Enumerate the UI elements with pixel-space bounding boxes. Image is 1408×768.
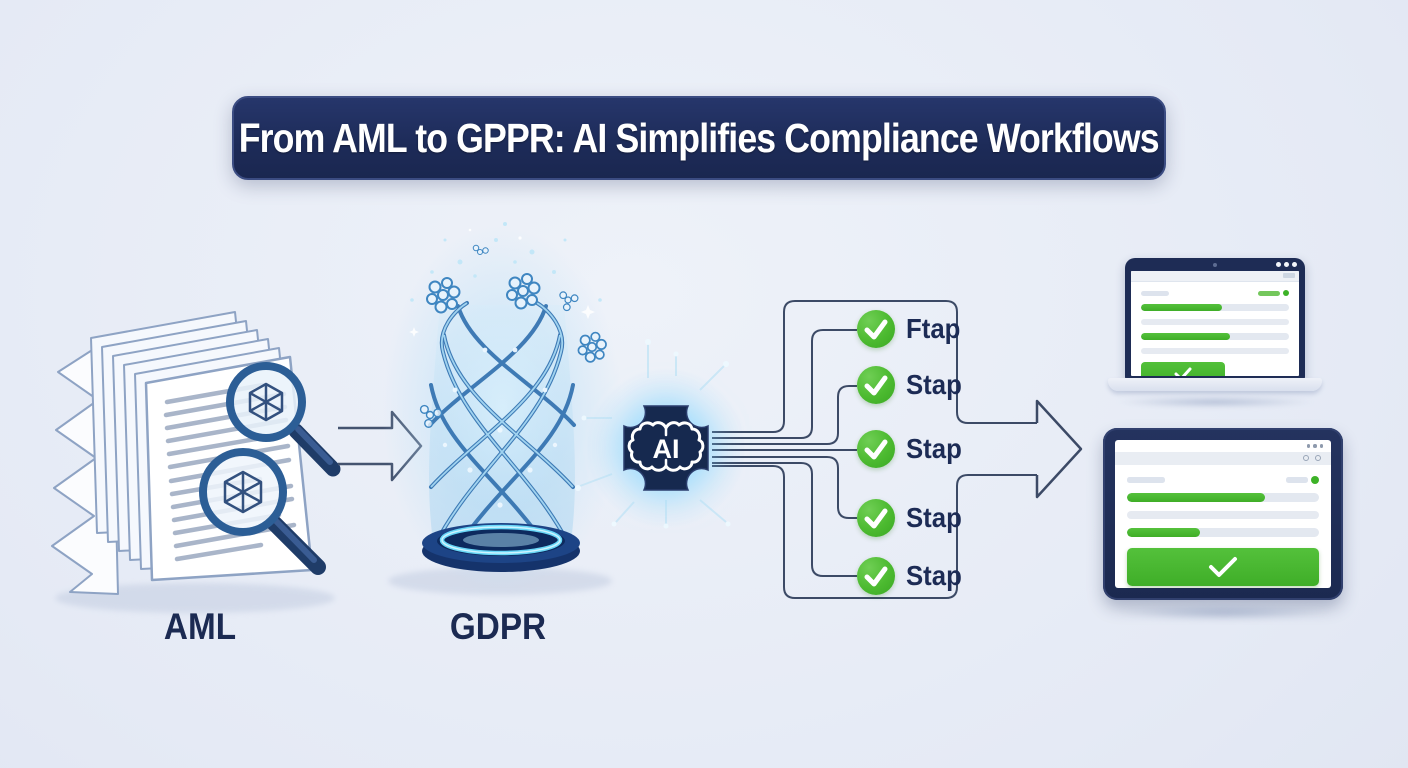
confirm-button: [1127, 548, 1319, 586]
laptop-app-window: [1131, 271, 1299, 376]
status-row: [1127, 476, 1319, 484]
status-dot: [1311, 476, 1319, 484]
gdpr-stage-label: GDPR: [449, 606, 547, 647]
empty-bar: [1127, 511, 1319, 519]
label-placeholder-bar: [1286, 477, 1308, 483]
progress-bar: [1127, 528, 1319, 537]
mini-progress-bar: [1258, 290, 1280, 296]
empty-bar: [1141, 319, 1289, 325]
status-dot: [1283, 290, 1289, 296]
empty-bar: [1141, 348, 1289, 354]
laptop-bezel: [1125, 258, 1305, 271]
big-arrow-head: [1035, 399, 1083, 499]
check-icon: [1174, 367, 1192, 376]
check-circle: [857, 366, 895, 404]
checklist-item: Ftap: [857, 310, 965, 348]
check-circle: [857, 499, 895, 537]
molecule-cluster: [419, 244, 607, 428]
checklist-item: Stap: [857, 366, 967, 404]
magnifier-icon: [199, 448, 326, 575]
label-placeholder-bar: [1141, 290, 1169, 296]
laptop-shadow: [1116, 396, 1314, 408]
toolbar-button: [1283, 273, 1295, 278]
camera-dot: [1213, 263, 1217, 267]
checklist-item-label: Stap: [906, 560, 962, 591]
check-icon: [864, 319, 888, 340]
checklist-item-label: Stap: [906, 369, 962, 400]
status-row: [1141, 290, 1289, 296]
checklist-item: Stap: [857, 499, 967, 537]
cube-glyph: [248, 382, 284, 422]
confirm-button: [1141, 362, 1225, 376]
tablet-shadow: [1117, 604, 1331, 620]
checklist-item: Stap: [857, 430, 967, 468]
ai-chip-label: AI: [652, 433, 680, 464]
ai-chip-node: AI: [620, 402, 712, 494]
laptop-base: [1108, 378, 1322, 391]
progress-bar: [1141, 304, 1289, 311]
workflow-branch-lines: [712, 300, 1083, 599]
checklist-item: Stap: [857, 557, 967, 595]
progress-bar: [1127, 493, 1319, 502]
window-dots-icon: [1306, 444, 1323, 448]
check-circle: [857, 310, 895, 348]
laptop-screen: [1125, 258, 1305, 380]
label-placeholder-bar: [1127, 477, 1165, 483]
sparkles: [409, 228, 595, 337]
check-icon: [864, 508, 888, 529]
checklist-item-label: Stap: [906, 502, 962, 533]
laptop-mockup: [1108, 258, 1322, 408]
tablet-mockup: [1103, 428, 1343, 600]
tablet-toolbar: [1115, 452, 1331, 465]
particles: [410, 222, 602, 302]
check-icon: [864, 439, 888, 460]
hologram-base: [422, 523, 580, 572]
title-banner: From AML to GPPR: AI Simplifies Complian…: [232, 96, 1166, 180]
cube-glyph: [223, 470, 263, 514]
check-circle: [857, 557, 895, 595]
check-icon: [864, 566, 888, 587]
check-icon: [1209, 557, 1237, 577]
check-circle: [857, 430, 895, 468]
tablet-app-window: [1115, 440, 1331, 588]
magnifier-icon: [226, 362, 341, 477]
progress-bar: [1141, 333, 1289, 340]
gdpr-hologram: [382, 222, 622, 595]
checklist-item-label: Ftap: [906, 313, 961, 344]
brain-icon: [627, 421, 705, 472]
check-icon: [864, 375, 888, 396]
toolbar-circle-icon: [1303, 455, 1309, 461]
page-title: From AML to GPPR: AI Simplifies Complian…: [239, 114, 1160, 161]
window-dots-icon: [1276, 262, 1297, 267]
checklist-item-label: Stap: [906, 433, 962, 464]
aml-document-stack: [51, 311, 341, 595]
toolbar-circle-icon: [1315, 455, 1321, 461]
laptop-toolbar: [1131, 271, 1299, 282]
chip-icon: [623, 405, 709, 491]
aml-stage-label: AML: [163, 606, 237, 647]
